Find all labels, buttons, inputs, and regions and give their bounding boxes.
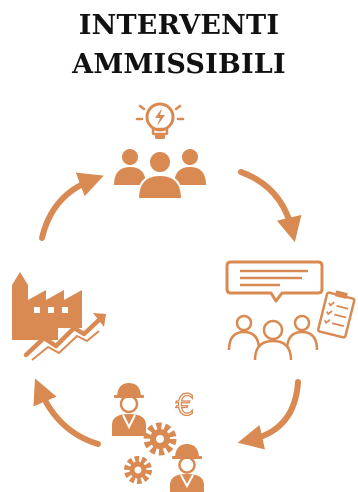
title-line-2: AMMISSIBILI <box>72 49 286 80</box>
gear-small-icon <box>124 456 152 484</box>
arrow-top-right <box>238 169 302 243</box>
page-title: INTERVENTI AMMISSIBILI <box>0 6 358 84</box>
lightbulb-icon <box>135 102 185 139</box>
checklist-icon <box>316 290 356 339</box>
speech-bubble-icon <box>225 260 324 303</box>
worker-top-icon <box>112 383 146 436</box>
arrow-bottom-right <box>237 379 301 450</box>
arrow-bottom-left <box>33 378 101 447</box>
factory-growth-icon <box>12 272 106 361</box>
team-icon <box>114 149 206 200</box>
workers-gears-euro-icon: € <box>112 383 204 492</box>
arrow-top-left <box>39 172 104 241</box>
title-line-1: INTERVENTI <box>78 10 280 41</box>
meeting-checklist-icon <box>225 260 356 361</box>
euro-symbol: € <box>176 388 194 422</box>
gear-large-icon <box>143 422 177 456</box>
idea-team-icon <box>114 102 206 200</box>
factory-icon <box>12 272 82 340</box>
people-outline-icon <box>227 314 319 361</box>
worker-bottom-icon <box>170 444 204 492</box>
growth-arrow-icon <box>23 313 106 361</box>
